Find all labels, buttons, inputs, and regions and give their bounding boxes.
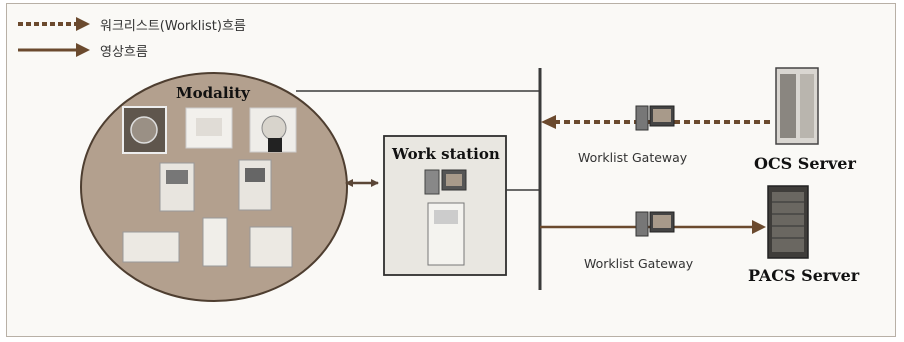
workstation-title: Work station [392, 145, 500, 163]
pacs-server-icon [768, 186, 808, 258]
gateway-lower-label: Worklist Gateway [584, 256, 693, 271]
legend-worklist-label: 워크리스트(Worklist)흐름 [100, 15, 246, 34]
modality-circle [81, 73, 347, 301]
legend-image-label: 영상흐름 [100, 41, 148, 60]
workstation-icons [425, 170, 466, 265]
gateway-icon-lower [636, 212, 674, 236]
modality-title: Modality [176, 84, 250, 102]
ocs-server-label: OCS Server [754, 154, 856, 173]
pacs-server-label: PACS Server [748, 266, 859, 285]
gateway-upper-label: Worklist Gateway [578, 150, 687, 165]
legend-worklist-arrow [18, 17, 90, 31]
gateway-icon-upper [636, 106, 674, 130]
legend-image-arrow [18, 43, 90, 57]
ocs-server-icon [776, 68, 818, 144]
